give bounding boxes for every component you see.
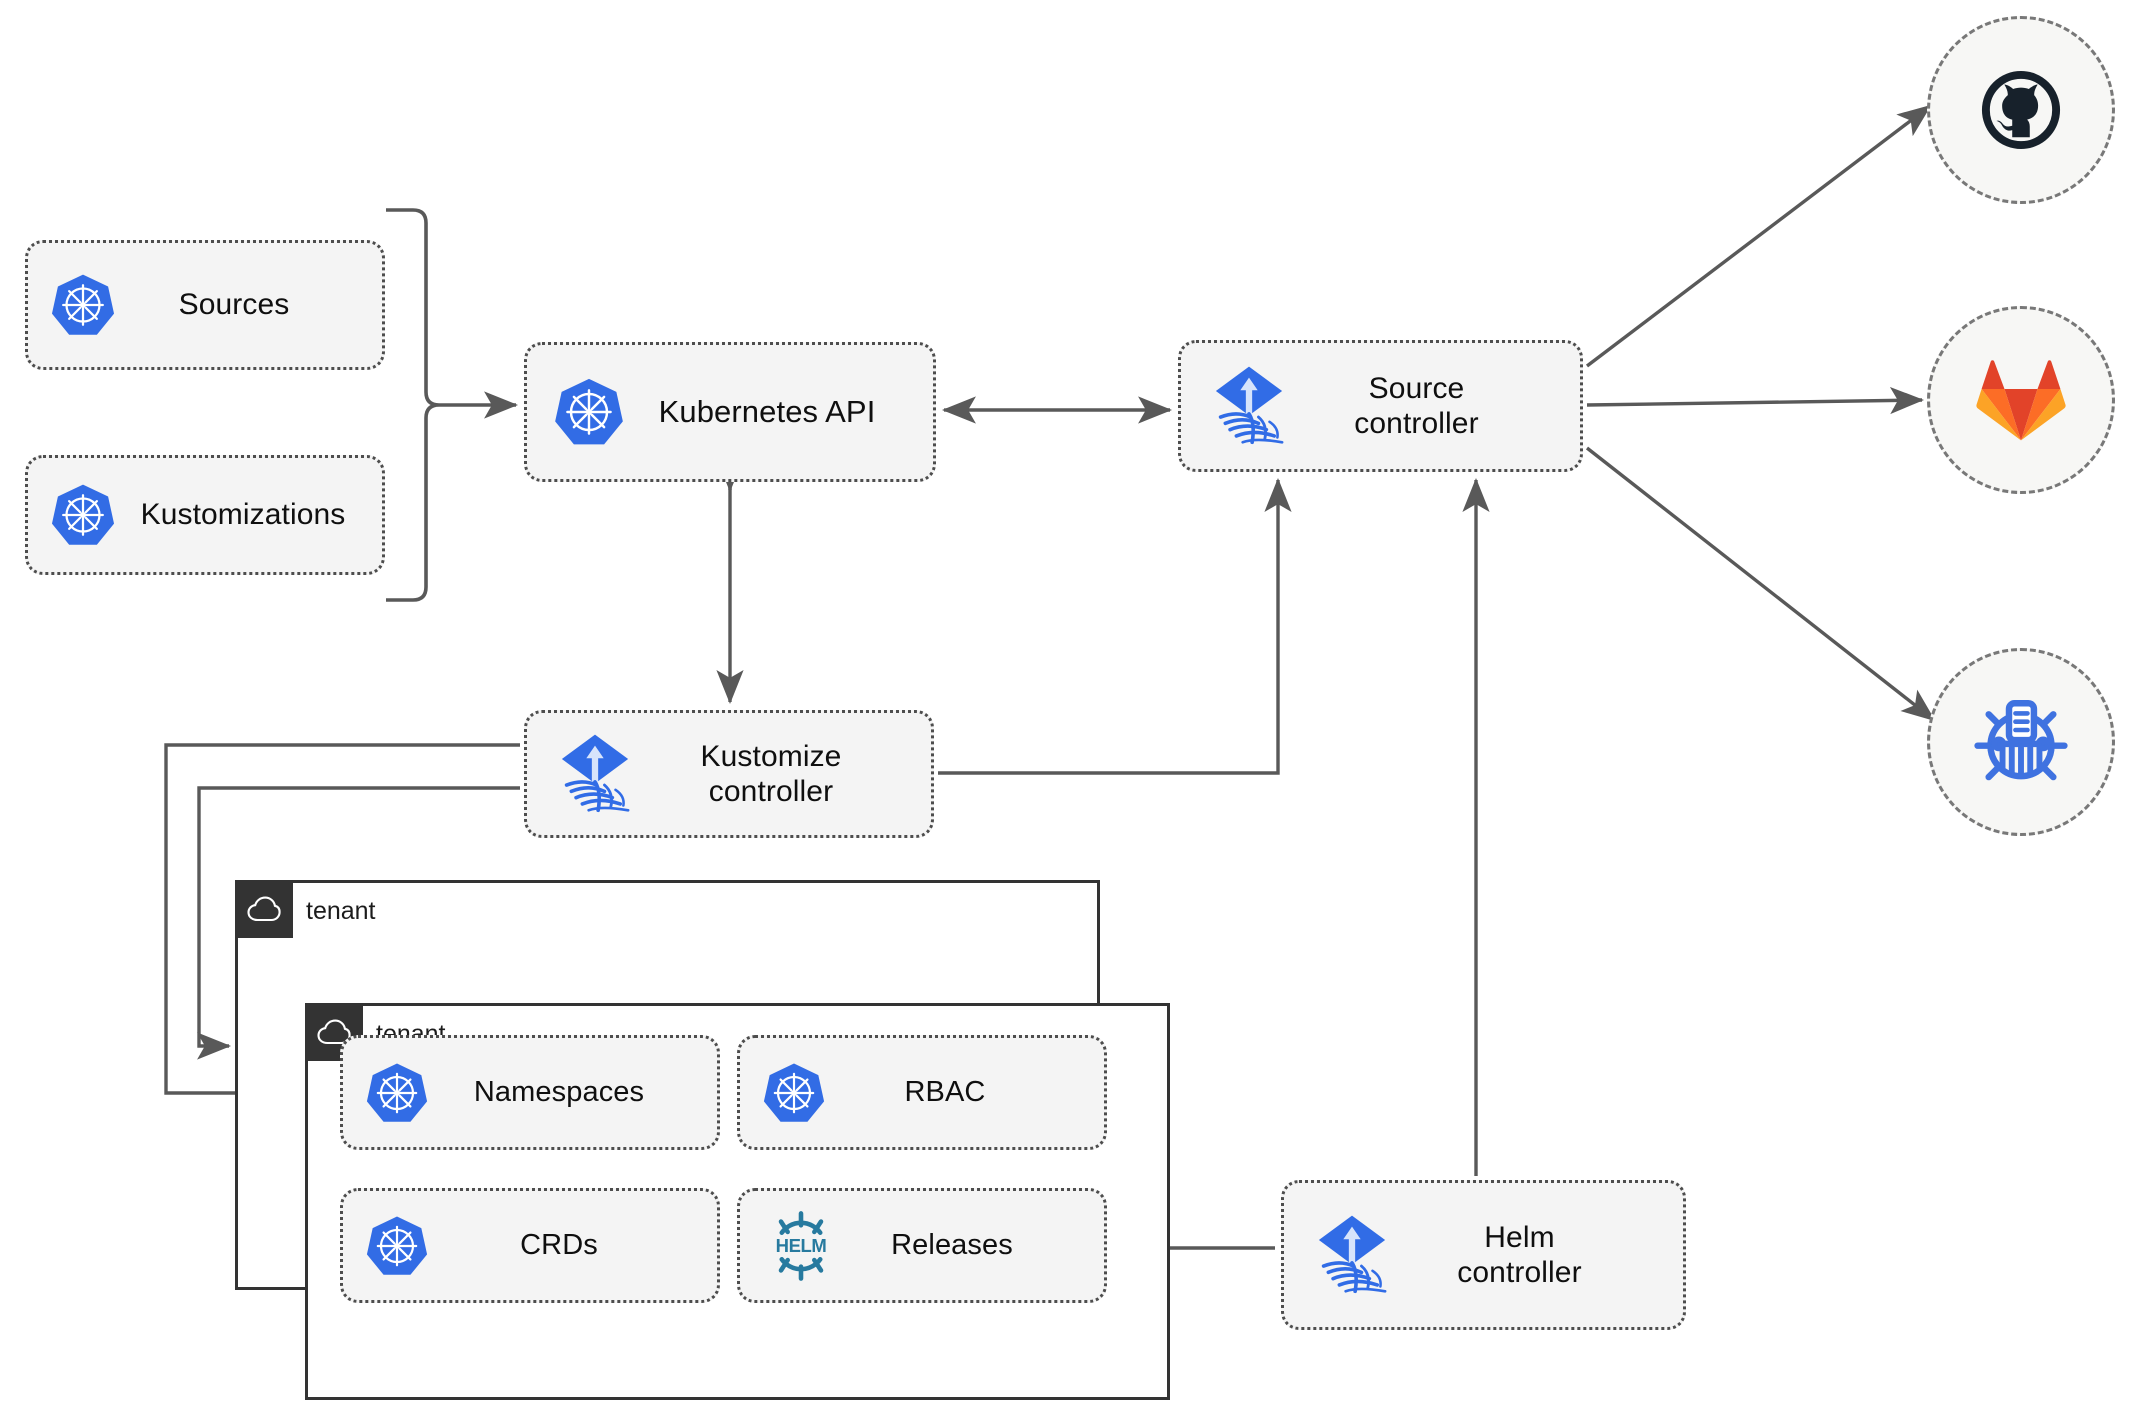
cloud-icon (235, 880, 293, 938)
helm-chart-repository-icon (1973, 694, 2069, 790)
node-crds[interactable]: CRDs (340, 1188, 720, 1303)
node-label: RBAC (904, 1076, 986, 1109)
flux-icon (1209, 365, 1289, 447)
tenant-label-outer: tenant (306, 896, 376, 925)
edge-srcctl-to-github (1585, 104, 1932, 368)
kubernetes-icon (553, 376, 625, 448)
node-source-controller[interactable]: Source controller (1178, 340, 1583, 472)
kubernetes-icon (365, 1214, 429, 1278)
provider-gitlab[interactable] (1927, 306, 2115, 494)
edge-brace (386, 208, 440, 602)
node-label: Releases (891, 1229, 1013, 1262)
kubernetes-icon (762, 1061, 826, 1125)
provider-github[interactable] (1927, 16, 2115, 204)
flux-icon (555, 733, 635, 815)
node-label: Namespaces (473, 1076, 645, 1109)
node-namespaces[interactable]: Namespaces (340, 1035, 720, 1150)
node-rbac[interactable]: RBAC (737, 1035, 1107, 1150)
node-sources[interactable]: Sources (25, 240, 385, 370)
node-label: CRDs (520, 1229, 598, 1262)
node-label: Sources (178, 288, 290, 322)
node-label: Source controller (1354, 371, 1479, 440)
edge-srcctl-to-gitlab (1586, 386, 1925, 415)
svg-text:HELM: HELM (776, 1234, 827, 1255)
node-label: Kubernetes API (658, 393, 876, 429)
kubernetes-icon (365, 1061, 429, 1125)
kubernetes-icon (50, 482, 116, 548)
helm-icon: HELM (762, 1209, 840, 1283)
node-label: Kustomize controller (700, 739, 842, 808)
node-label: Kustomizations (140, 498, 346, 532)
provider-oci-registry[interactable] (1927, 648, 2115, 836)
flux-icon (1312, 1214, 1392, 1296)
node-kustomizations[interactable]: Kustomizations (25, 455, 385, 575)
node-kubernetes-api[interactable]: Kubernetes API (524, 342, 936, 482)
gitlab-icon (1975, 356, 2067, 444)
github-icon (1978, 67, 2064, 153)
node-releases[interactable]: HELM Releases (737, 1188, 1107, 1303)
node-label: Helm controller (1457, 1220, 1582, 1289)
node-helm-controller[interactable]: Helm controller (1281, 1180, 1686, 1330)
node-kustomize-controller[interactable]: Kustomize controller (524, 710, 934, 838)
edge-kzctl-to-srcctl (938, 477, 1292, 775)
kubernetes-icon (50, 272, 116, 338)
edge-srcctl-to-oci (1585, 446, 1936, 722)
